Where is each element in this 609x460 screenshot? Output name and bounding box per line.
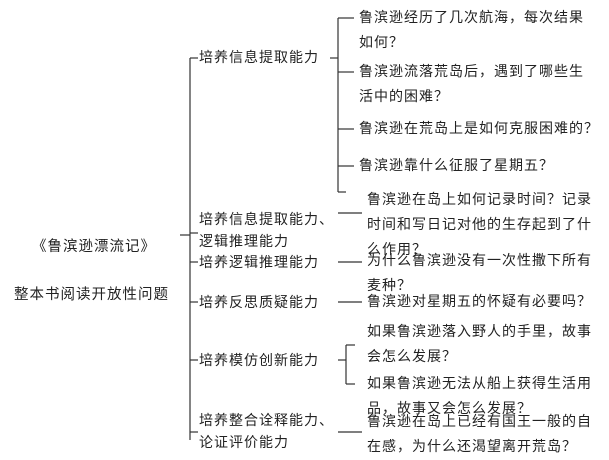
question-item: 为什么鲁滨逊没有一次性撒下所有 麦种？	[367, 253, 592, 294]
question-item: 鲁滨逊在荒岛上是如何克服困难的？	[359, 121, 599, 137]
category-label-logic: 培养逻辑推理能力	[199, 255, 319, 271]
root-title: 《鲁滨逊漂流记》	[32, 239, 156, 255]
question-item: 鲁滨逊流落荒岛后，遇到了哪些生 活中的困难？	[359, 64, 584, 105]
category-label-reflection: 培养反思质疑能力	[199, 295, 319, 311]
category-label-info-extraction: 培养信息提取能力	[199, 50, 319, 66]
category-label-info-logic: 培养信息提取能力、 逻辑推理能力	[199, 212, 334, 250]
question-item: 鲁滨逊对星期五的怀疑有必要吗？	[367, 294, 592, 310]
question-item: 鲁滨逊经历了几次航海，每次结果 如何？	[359, 10, 584, 51]
question-item: 鲁滨逊在岛上已经有国王一般的自 在感，为什么还渴望离开荒岛？	[367, 414, 592, 455]
root-subtitle: 整本书阅读开放性问题	[14, 287, 169, 303]
root-node: 《鲁滨逊漂流记》 整本书阅读开放性问题	[14, 211, 169, 331]
question-item: 如果鲁滨逊无法从船上获得生活用 品，故事又会怎么发展？	[367, 376, 592, 417]
category-label-imitation: 培养模仿创新能力	[199, 353, 319, 369]
question-item: 鲁滨逊在岛上如何记录时间？记录 时间和写日记对他的生存起到了什 么作用？	[367, 192, 592, 258]
question-item: 如果鲁滨逊落入野人的手里，故事 会怎么发展？	[367, 324, 592, 365]
category-label-integration: 培养整合诠释能力、 论证评价能力	[199, 413, 334, 451]
question-item: 鲁滨逊靠什么征服了星期五？	[359, 158, 554, 174]
